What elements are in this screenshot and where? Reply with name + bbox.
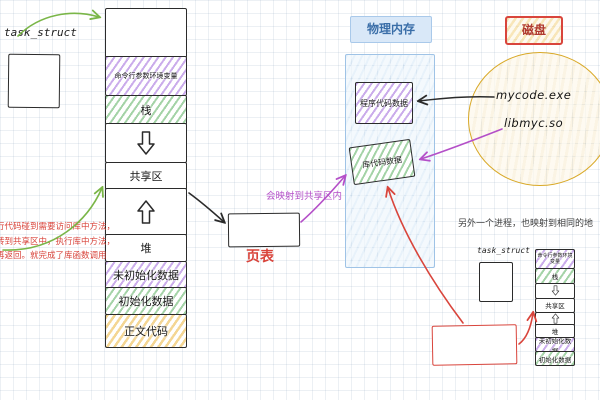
task-struct-label: task_struct — [4, 26, 77, 39]
segment2-shared-area: 共享区 — [535, 297, 575, 313]
library-call-note-line3: 再返回。就完成了库函数调用 — [0, 251, 107, 261]
segment2-initialized-data: 初始化数据 — [535, 351, 575, 367]
other-process-note: 另外一个进程，也映射到相同的地 — [458, 219, 594, 229]
second-process-memory-layout: 命令行参数环境变量栈共享区堆未初始化数据初始化数据 — [535, 248, 575, 367]
disk-file-libmyc: libmyc.so — [504, 116, 564, 130]
down-arrow-icon — [551, 285, 559, 296]
up-arrow-icon — [137, 200, 155, 224]
arrow-redbox-to-second-shared — [518, 313, 533, 345]
task-struct-label-2: task_struct — [477, 246, 530, 255]
disk-title: 磁盘 — [505, 16, 563, 45]
arrow-shared-to-pagetable — [188, 192, 224, 222]
process-memory-layout: 命令行参数环境变量栈共享区堆未初始化数据初始化数据正文代码 — [105, 8, 187, 348]
segment-stack-grow-arrow — [105, 123, 187, 164]
library-call-note-line2: 转到共享区中，执行库中方法， — [0, 236, 116, 247]
segment-cmdline-env: 命令行参数环境变量 — [105, 56, 187, 97]
library-call-note-line1: 行代码碰到需要访问库中方法， — [0, 222, 116, 232]
segment-uninitialized-data: 未初始化数据 — [105, 260, 187, 289]
segment-text-code: 正文代码 — [105, 313, 187, 348]
segment-heap: 堆 — [105, 234, 187, 263]
library-call-note: 行代码碰到需要访问库中方法， 转到共享区中，执行库中方法， 再返回。就完成了库函… — [0, 220, 115, 264]
segment2-uninitialized-data: 未初始化数据 — [535, 337, 575, 353]
segment-heap-grow-arrow — [105, 188, 187, 237]
segment2-heap: 堆 — [535, 324, 575, 339]
up-arrow-icon — [551, 313, 559, 324]
segment2-stack-grow-arrow — [535, 282, 575, 299]
segment2-cmdline-env: 命令行参数环境变量 — [535, 248, 575, 269]
page-table-label: 页表 — [246, 249, 274, 265]
physical-memory-title: 物理内存 — [350, 16, 432, 43]
mapping-note: 会映射到共享区内 — [266, 191, 343, 202]
segment-initialized-data: 初始化数据 — [105, 287, 187, 316]
disk-file-mycode: mycode.exe — [496, 88, 572, 102]
task-struct-box-2 — [479, 262, 513, 302]
segment-shared-area: 共享区 — [105, 161, 187, 190]
block-program-code-data: 程序代码数据 — [355, 82, 413, 124]
shared-mapping-highlight-box — [431, 324, 518, 366]
segment-stack: 栈 — [105, 94, 187, 125]
segment2-heap-grow-arrow — [535, 311, 575, 326]
down-arrow-icon — [137, 131, 155, 155]
segment2-stack: 栈 — [535, 267, 575, 284]
task-struct-box — [7, 53, 61, 109]
page-table-box — [227, 212, 301, 248]
segment-top-empty — [105, 8, 187, 58]
disk-circle — [468, 52, 600, 186]
